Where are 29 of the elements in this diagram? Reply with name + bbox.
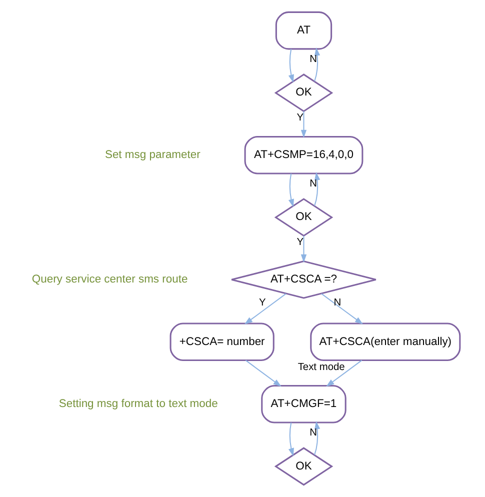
node-box: AT+CMGF=1 (261, 385, 346, 424)
node-box: +CSCA= number (170, 322, 274, 362)
node-box: AT+CSCA(enter manually) (310, 322, 461, 362)
arrow (288, 173, 294, 208)
arrow (288, 48, 294, 83)
arrow (321, 293, 364, 324)
edge-label: Text mode (298, 362, 345, 373)
edge-label: N (334, 297, 342, 308)
node-diamond: AT+CSCA =? (230, 260, 377, 299)
arrow (244, 293, 286, 324)
edge-label: N (310, 54, 318, 65)
edge-label: Y (296, 112, 304, 124)
label: Query service center sms route (32, 273, 188, 286)
node-box: AT (275, 11, 332, 50)
label: Setting msg format to text mode (58, 398, 218, 410)
arrow (314, 47, 320, 82)
edge-label: N (310, 428, 318, 439)
edge-label: Y (296, 237, 304, 248)
arrow (288, 422, 294, 456)
arrow (300, 236, 307, 263)
arrow (300, 111, 307, 138)
label: Set msg parameter (104, 148, 200, 161)
arrow (326, 360, 362, 387)
arrow (314, 172, 320, 206)
edge-label: Y (259, 297, 266, 308)
edge-label: N (310, 178, 318, 190)
arrow (245, 360, 282, 387)
arrow (314, 421, 320, 455)
node-box: AT+CSMP=16,4,0,0 (244, 136, 364, 174)
